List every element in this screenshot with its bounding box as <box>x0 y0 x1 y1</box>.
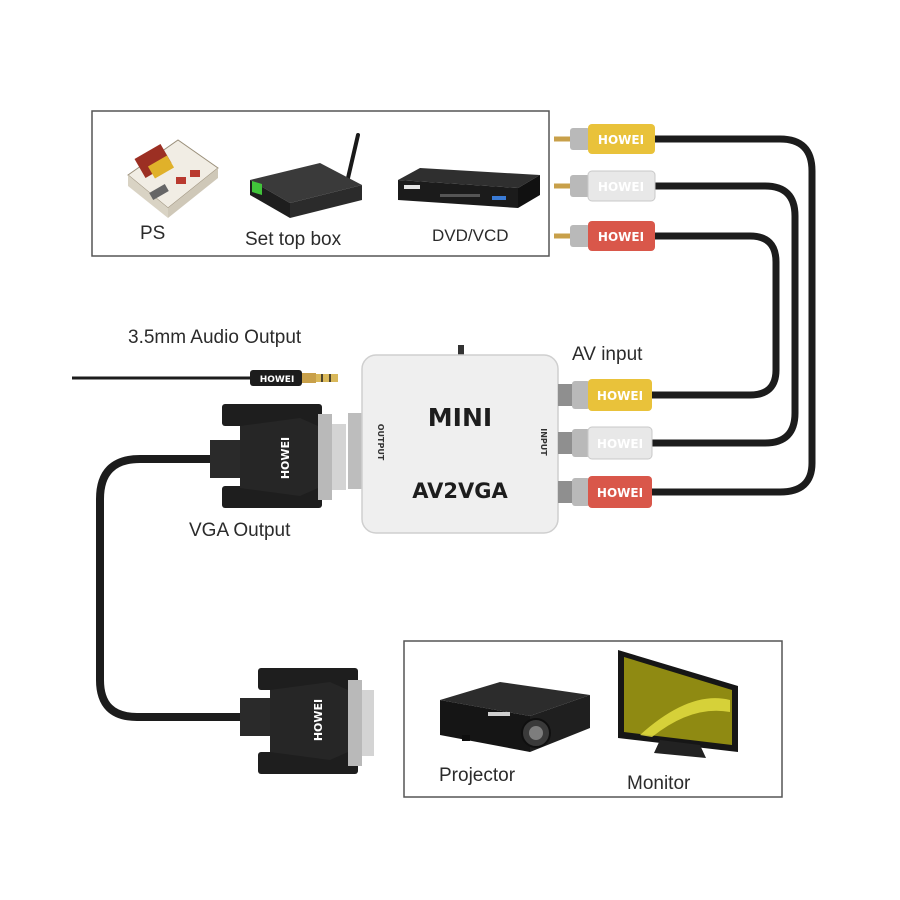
vga-plug-output <box>210 404 346 508</box>
rca-plug-white-input <box>558 426 653 460</box>
source-devices-box <box>91 110 550 257</box>
set-top-box-label: Set top box <box>245 229 342 250</box>
monitor-icon <box>618 650 738 758</box>
vga-output-label: VGA Output <box>189 520 291 541</box>
rca-plug-red-source <box>554 221 655 251</box>
rca-plug-red-input <box>558 476 652 508</box>
white-rca-cable <box>648 182 799 447</box>
display-devices-box <box>403 640 783 798</box>
brand-on-yellow-input: HOWEI <box>597 389 643 403</box>
ps-console-icon <box>127 139 219 218</box>
rca-cables <box>648 135 816 496</box>
brand-on-yellow-source: HOWEI <box>598 133 644 147</box>
rca-plug-white-source <box>554 170 656 202</box>
av2vga-converter: MINI AV2VGA OUTPUT INPUT <box>348 345 559 534</box>
projector-label: Projector <box>439 765 516 786</box>
brand-on-audio-jack: HOWEI <box>260 375 295 385</box>
rca-plug-yellow-input <box>558 379 652 411</box>
converter-model-bottom: AV2VGA <box>412 479 508 503</box>
rca-plug-yellow-source <box>554 124 655 154</box>
red-rca-cable <box>648 232 780 399</box>
converter-input-label: INPUT <box>539 428 548 456</box>
vga-cable <box>96 455 249 721</box>
brand-on-white-source: HOWEI <box>598 180 644 194</box>
converter-model-top: MINI <box>428 403 492 432</box>
audio-jack-plug <box>250 370 338 386</box>
av-input-label: AV input <box>572 344 643 365</box>
brand-on-vga-display: HOWEI <box>312 699 325 741</box>
ps-label: PS <box>140 223 166 244</box>
brand-on-white-input: HOWEI <box>597 437 643 451</box>
brand-on-red-input: HOWEI <box>597 486 643 500</box>
yellow-rca-cable <box>648 135 816 496</box>
converter-output-label: OUTPUT <box>376 424 385 461</box>
audio-output-label: 3.5mm Audio Output <box>128 327 302 348</box>
projector-icon <box>440 682 590 752</box>
monitor-label: Monitor <box>627 773 691 794</box>
set-top-box-icon <box>250 133 362 218</box>
brand-on-red-source: HOWEI <box>598 230 644 244</box>
dvd-vcd-label: DVD/VCD <box>432 226 509 245</box>
vga-plug-display <box>240 668 374 774</box>
dvd-player-icon <box>398 168 540 208</box>
brand-on-vga-output: HOWEI <box>279 437 292 479</box>
